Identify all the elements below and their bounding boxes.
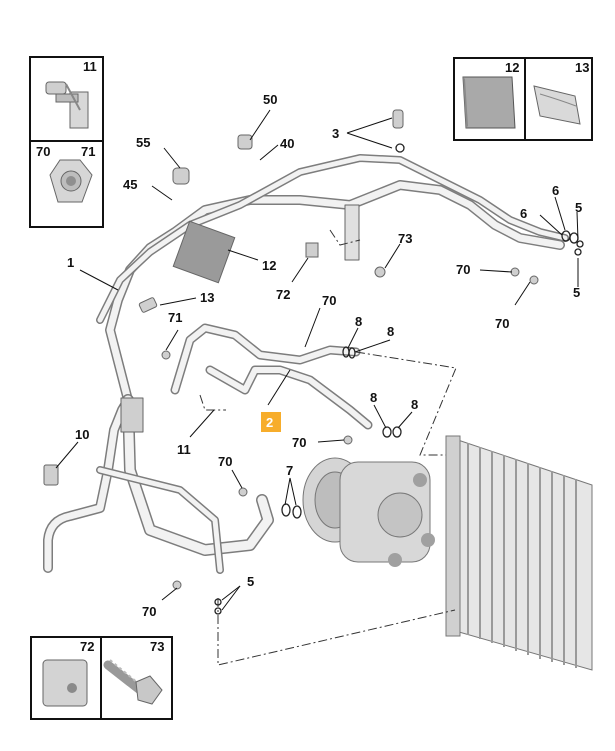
rubber-strip-icon: [533, 85, 581, 125]
callout-6a: 6: [552, 183, 559, 198]
callout-3: 3: [332, 126, 339, 141]
leader-lines: [55, 109, 579, 611]
callout-70a: 70: [322, 293, 336, 308]
callout-12: 12: [262, 258, 276, 273]
inset-label-11: 11: [83, 59, 97, 74]
callout-45: 45: [123, 177, 137, 192]
clip-nut-icon: [42, 659, 88, 707]
callout-71: 71: [168, 310, 182, 325]
highlight-badge: [261, 412, 281, 432]
inset-label-71: 71: [81, 144, 95, 159]
callout-8c: 8: [370, 390, 377, 405]
foam-pad-icon: [462, 76, 516, 129]
refrigerant-pipe-main: [43, 154, 569, 574]
small-parts: [43, 109, 539, 590]
callout-8b: 8: [387, 324, 394, 339]
callout-40: 40: [280, 136, 294, 151]
callout-70d: 70: [292, 435, 306, 450]
callout-70c: 70: [495, 316, 509, 331]
callout-70b: 70: [456, 262, 470, 277]
ac-compressor: [302, 457, 435, 567]
hex-nut-icon: [49, 159, 93, 203]
assembly-lines: [199, 229, 457, 666]
callout-72: 72: [276, 287, 290, 302]
callout-8d: 8: [411, 397, 418, 412]
inset-label-13: 13: [575, 60, 589, 75]
callout-50: 50: [263, 92, 277, 107]
inset-pads-top-right: 12 13: [453, 57, 593, 141]
callout-6b: 6: [520, 206, 527, 221]
callout-2: 2: [266, 415, 273, 430]
callout-5a: 5: [575, 200, 582, 215]
callout-70f: 70: [142, 604, 156, 619]
inset-label-12: 12: [505, 60, 519, 75]
callout-5b: 5: [573, 285, 580, 300]
refrigerant-pipe-2: [170, 323, 373, 430]
callout-55: 55: [136, 135, 150, 150]
condenser: [445, 435, 593, 671]
callout-7: 7: [286, 463, 293, 478]
inset-fasteners-bottom-left: 72 73: [30, 636, 173, 720]
callout-8a: 8: [355, 314, 362, 329]
callout-labels: 1 2 3 5 5 5 6 6 7 8 8 8 8 10 11 12 13 40…: [67, 92, 582, 619]
inset-fasteners-top-left: 11 70 71: [29, 56, 104, 228]
callout-11: 11: [177, 442, 191, 457]
callout-10: 10: [75, 427, 89, 442]
callout-13: 13: [200, 290, 214, 305]
bolt-screw-icon: [103, 659, 163, 705]
callout-1: 1: [67, 255, 74, 270]
inset-label-72: 72: [80, 639, 94, 654]
clip-fastener-icon: [45, 81, 89, 129]
callout-5c: 5: [247, 574, 254, 589]
o-rings: [214, 143, 584, 615]
inset-label-70: 70: [36, 144, 50, 159]
inset-label-73: 73: [150, 639, 164, 654]
callout-70e: 70: [218, 454, 232, 469]
callout-73: 73: [398, 231, 412, 246]
